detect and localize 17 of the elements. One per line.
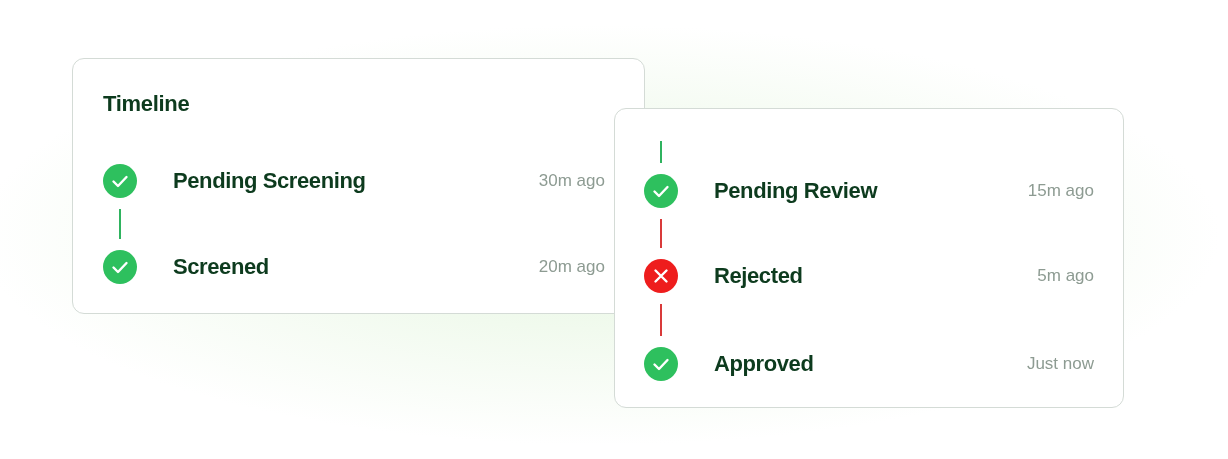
status-label: Pending Screening — [173, 168, 366, 194]
timestamp: 15m ago — [1027, 181, 1094, 201]
timeline-connector — [119, 208, 121, 240]
status-label: Rejected — [714, 263, 803, 289]
card-heading: Timeline — [103, 91, 190, 117]
timestamp: 5m ago — [1037, 266, 1094, 286]
timestamp: Just now — [1026, 354, 1094, 374]
timeline-card — [72, 58, 645, 314]
timeline-connector — [660, 140, 662, 164]
timeline-card — [614, 108, 1124, 408]
status-label: Screened — [173, 254, 269, 280]
timeline-connector — [660, 218, 662, 249]
timestamp: 30m ago — [538, 171, 605, 191]
status-label: Approved — [714, 351, 814, 377]
status-label: Pending Review — [714, 178, 878, 204]
timestamp: 20m ago — [538, 257, 605, 277]
timeline-connector — [660, 303, 662, 337]
